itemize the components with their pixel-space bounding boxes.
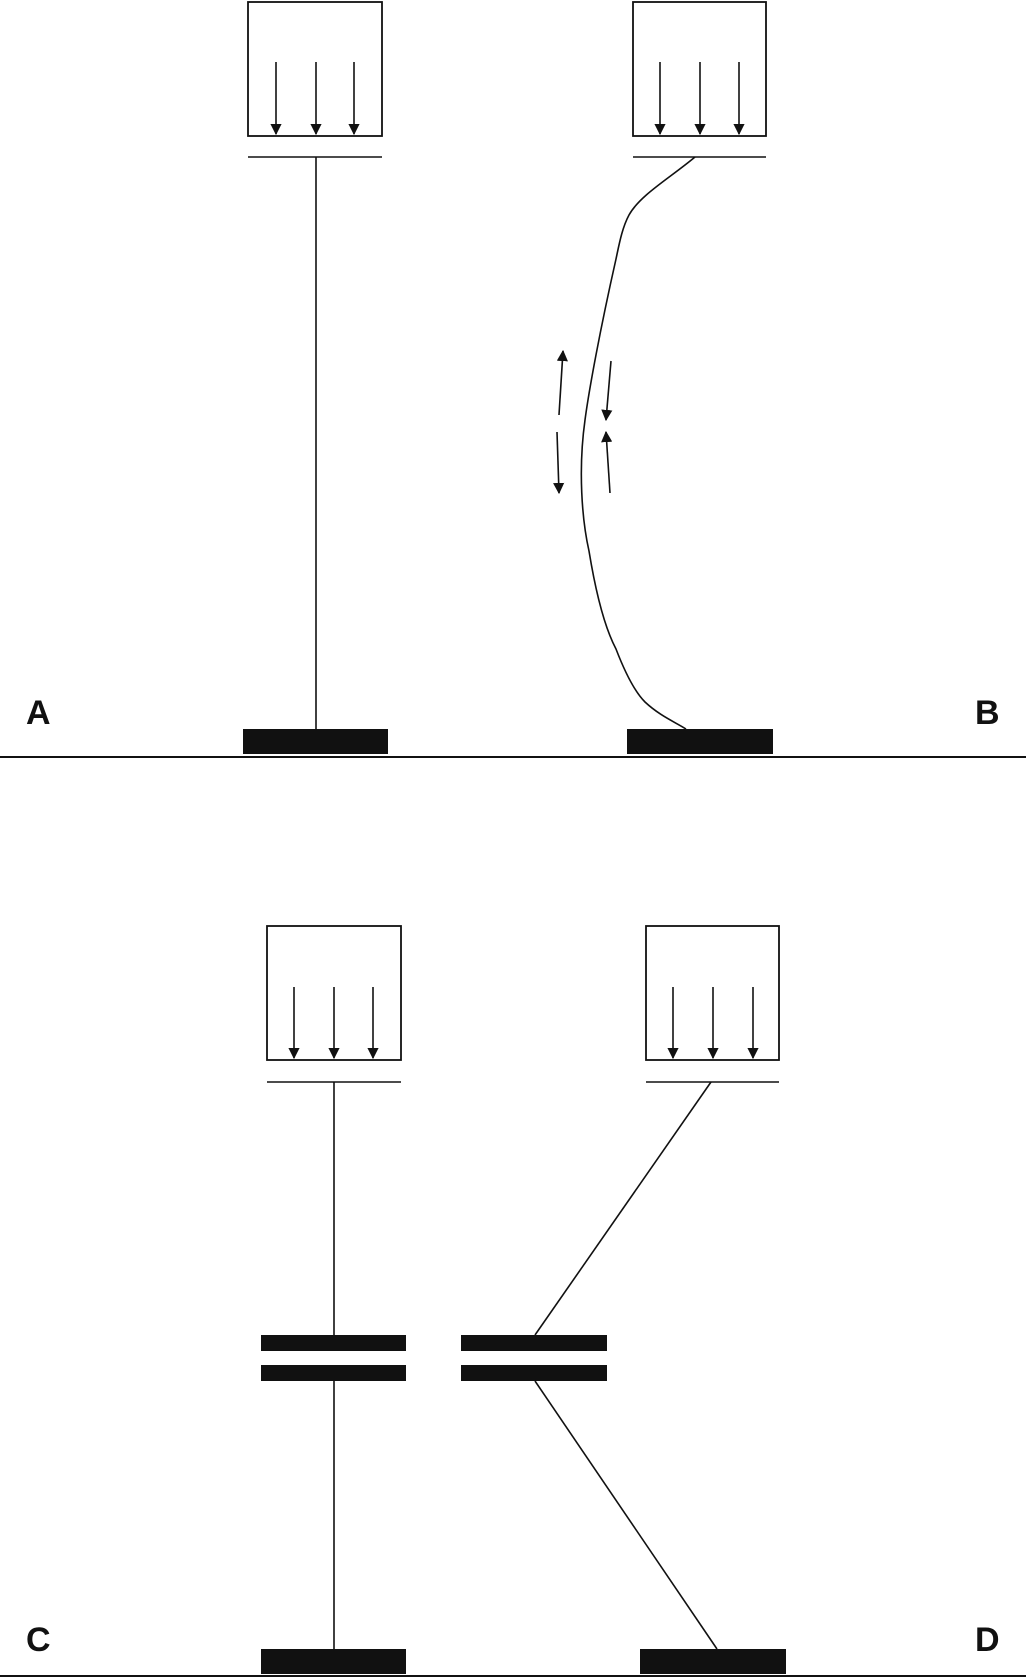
footing (640, 1649, 786, 1674)
upper-column (534, 1081, 712, 1336)
joint-plate-top (461, 1335, 607, 1351)
load-arrows-icon (654, 62, 745, 136)
footing (627, 729, 773, 754)
load-arrows-icon (288, 987, 379, 1060)
footing (243, 729, 388, 754)
lower-column (534, 1380, 718, 1650)
panel-d: D (461, 925, 1000, 1674)
stress-arrows-icon (553, 349, 613, 495)
joint-plate-top (261, 1335, 406, 1351)
joint-plate-bottom (461, 1365, 607, 1381)
panel-label: C (26, 1621, 51, 1659)
load-arrows-icon (270, 62, 360, 136)
panel-c: C (26, 925, 406, 1674)
panel-label: D (975, 1621, 1000, 1659)
joint-plate-bottom (261, 1365, 406, 1381)
load-box (247, 1, 383, 137)
panel-a: A (26, 1, 388, 754)
panel-label: A (26, 694, 51, 732)
buckled-column (580, 156, 696, 730)
footing (261, 1649, 406, 1674)
panel-b: B (553, 1, 1000, 754)
panel-label: B (975, 694, 1000, 732)
load-arrows-icon (667, 987, 759, 1060)
